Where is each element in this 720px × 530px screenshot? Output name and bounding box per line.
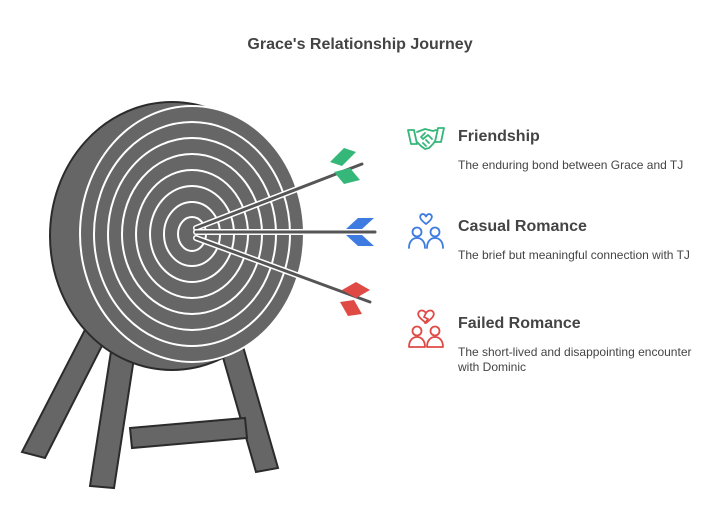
item-description: The enduring bond between Grace and TJ — [458, 158, 684, 172]
handshake-icon — [407, 127, 445, 150]
target-stand-center-leg — [88, 344, 138, 490]
item-description: The brief but meaningful connection with… — [458, 248, 690, 262]
diagram-title: Grace's Relationship Journey — [247, 36, 473, 53]
item-heading: Casual Romance — [458, 218, 587, 235]
target-stand-crossbar — [128, 416, 249, 450]
item-heading: Failed Romance — [458, 315, 581, 332]
blue-arrow — [193, 218, 378, 246]
green-arrow — [193, 148, 365, 231]
broken-heart-couple-icon — [408, 309, 444, 348]
red-arrow — [193, 235, 373, 316]
item-heading: Friendship — [458, 128, 540, 145]
item-description: The short-lived and disappointing encoun… — [458, 345, 692, 374]
couple-heart-icon — [408, 213, 444, 249]
